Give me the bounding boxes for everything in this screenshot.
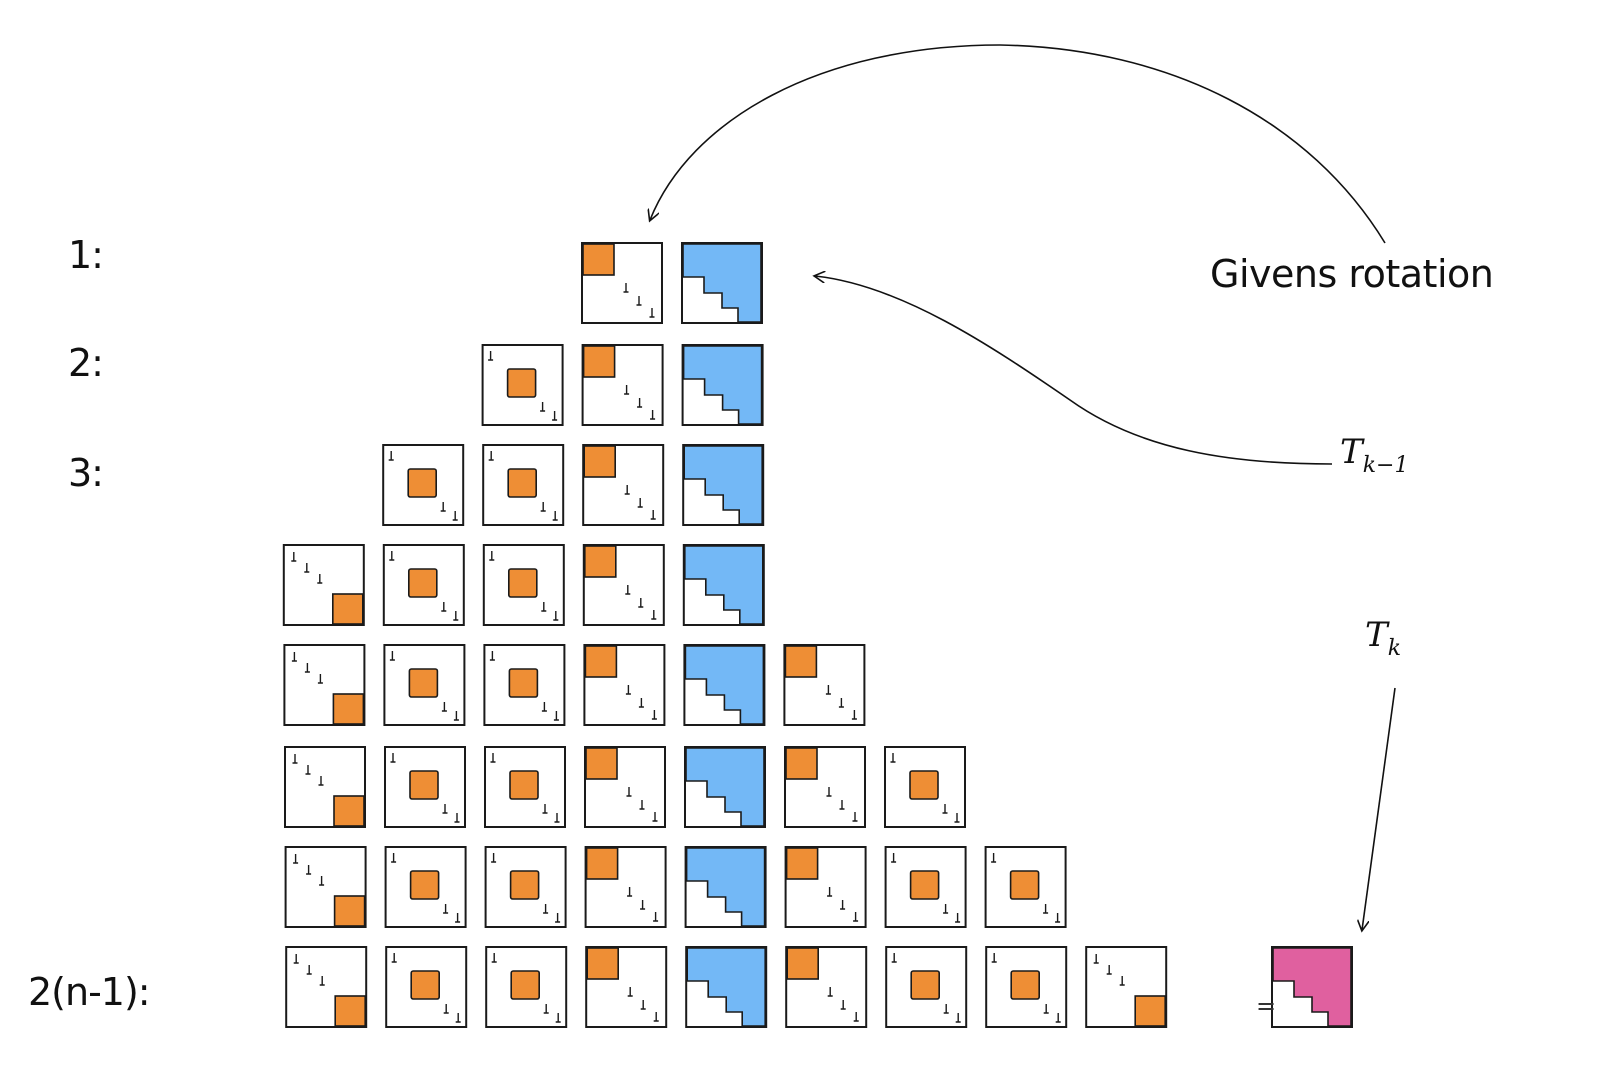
row-label-last: 2(n-1):	[28, 970, 151, 1014]
orange-bottom-right-block-r4-c1	[282, 544, 365, 626]
orange-top-left-block-r7-c4	[584, 846, 667, 928]
orange-bottom-right-block-r6-c1	[284, 746, 366, 828]
orange-middle-block-r5-c3	[483, 644, 566, 726]
row-label-3: 3:	[68, 451, 104, 495]
blue-staircase-block-r2-c3	[681, 344, 764, 426]
orange-top-left-block-r8-c6	[785, 946, 868, 1028]
orange-top-left-block-r3-c3	[582, 444, 665, 526]
orange-bottom-right-block-r8-c1	[285, 946, 368, 1028]
orange-top-left-block-r7-c6	[784, 846, 867, 928]
orange-bottom-right-block-r8-c9	[1085, 946, 1168, 1028]
orange-middle-block-r3-c1	[382, 444, 465, 526]
orange-middle-block-r7-c3	[484, 846, 567, 928]
orange-middle-block-r8-c2	[385, 946, 468, 1028]
orange-middle-block-r8-c3	[485, 946, 568, 1028]
orange-top-left-block-r2-c2	[581, 344, 664, 426]
blue-staircase-block-r7-c5	[684, 846, 767, 928]
orange-middle-block-r3-c2	[482, 444, 565, 526]
row-label-1: 1:	[68, 233, 104, 277]
equals-sign: =	[1256, 992, 1277, 1020]
tk-arrow	[1362, 687, 1396, 930]
blue-staircase-block-r5-c5	[683, 644, 766, 726]
orange-top-left-block-r8-c4	[585, 946, 668, 1028]
orange-top-left-block-r1-c1	[581, 242, 663, 324]
orange-middle-block-r6-c3	[484, 746, 566, 828]
orange-middle-block-r7-c2	[384, 846, 467, 928]
orange-bottom-right-block-r7-c1	[284, 846, 367, 928]
blue-staircase-block-r6-c5	[684, 746, 766, 828]
orange-middle-block-r7-c8	[984, 846, 1067, 928]
orange-middle-block-r7-c7	[884, 846, 967, 928]
t-k-minus-1-label: Tk−1	[1340, 432, 1409, 478]
orange-middle-block-r4-c2	[382, 544, 465, 626]
orange-top-left-block-r6-c6	[784, 746, 866, 828]
blue-staircase-block-r1-c2	[681, 242, 763, 324]
orange-top-left-block-r5-c4	[583, 644, 666, 726]
givens-arrow	[650, 44, 1386, 244]
orange-middle-block-r2-c1	[481, 344, 564, 426]
orange-middle-block-r4-c3	[482, 544, 565, 626]
orange-bottom-right-block-r5-c1	[283, 644, 366, 726]
orange-middle-block-r8-c8	[985, 946, 1068, 1028]
block-grid	[282, 242, 1353, 1028]
orange-top-left-block-r5-c6	[783, 644, 866, 726]
row-label-2: 2:	[68, 341, 104, 385]
tk-minus-1-arrow	[815, 276, 1333, 465]
orange-middle-block-r5-c2	[383, 644, 466, 726]
orange-middle-block-r6-c2	[384, 746, 466, 828]
orange-top-left-block-r6-c4	[584, 746, 666, 828]
orange-middle-block-r8-c7	[885, 946, 968, 1028]
blue-staircase-block-r3-c4	[682, 444, 765, 526]
t-k-label: Tk	[1365, 615, 1402, 661]
orange-middle-block-r6-c7	[884, 746, 966, 828]
blue-staircase-block-r8-c5	[685, 946, 768, 1028]
givens-rotation-label: Givens rotation	[1210, 252, 1494, 296]
pink-staircase-block	[1271, 946, 1353, 1028]
blue-staircase-block-r4-c5	[682, 544, 765, 626]
orange-top-left-block-r4-c4	[582, 544, 665, 626]
